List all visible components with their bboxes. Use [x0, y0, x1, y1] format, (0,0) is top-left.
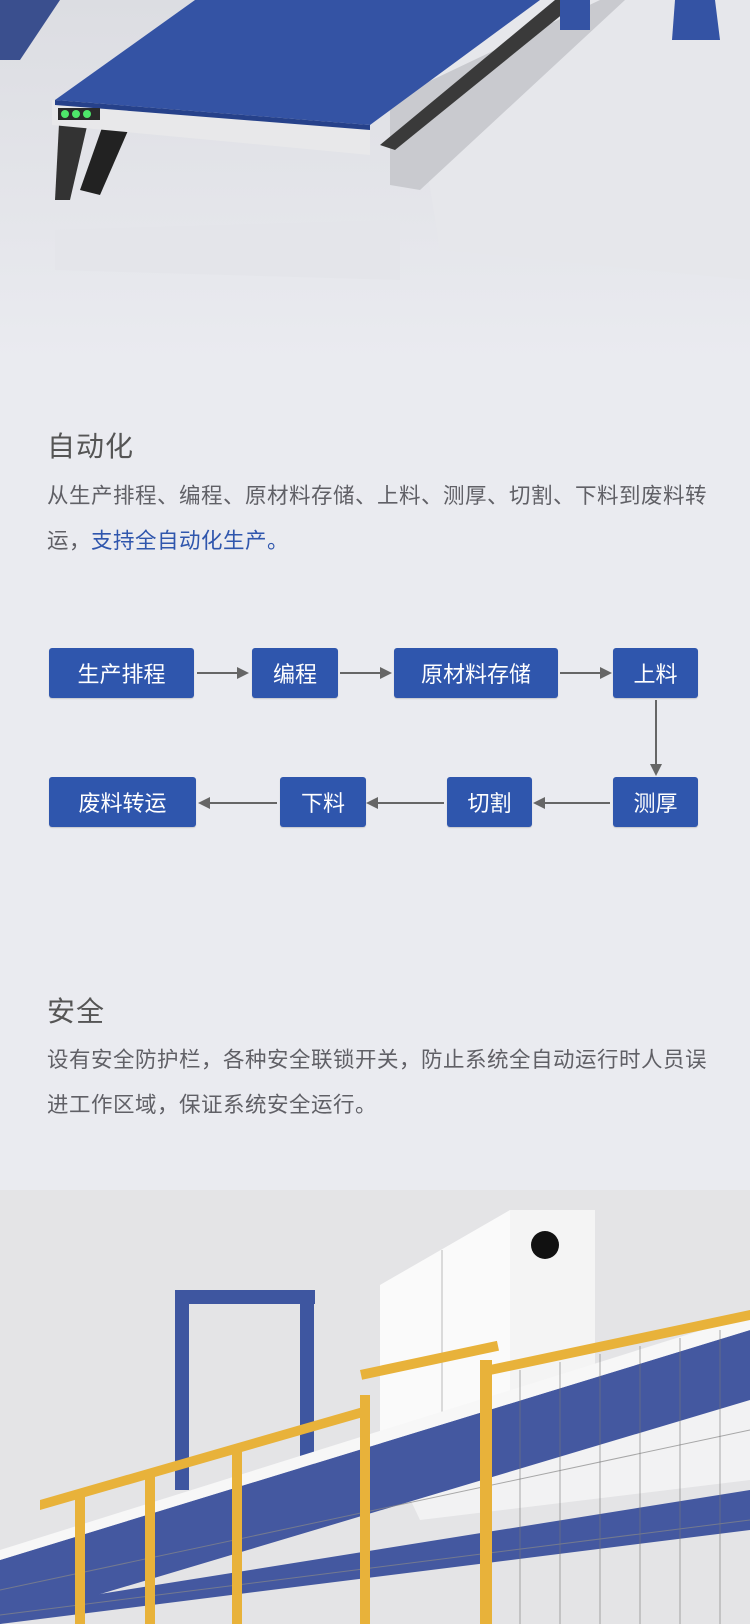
flow-step-thickness: 测厚: [613, 777, 698, 827]
automation-title: 自动化: [47, 430, 135, 463]
cutting-platform-image: [0, 0, 750, 360]
flow-step-scrap-transfer: 废料转运: [49, 777, 196, 827]
arrow-right-icon: [197, 667, 249, 679]
arrow-right-icon: [340, 667, 392, 679]
flow-step-programming: 编程: [252, 648, 338, 698]
automation-desc-text: 从生产排程、编程、原材料存储、上料、测厚、切割、下料到废料转运，: [47, 484, 708, 554]
safety-fence-image: [0, 1190, 750, 1624]
automation-description: 从生产排程、编程、原材料存储、上料、测厚、切割、下料到废料转运，支持全自动化生产…: [47, 474, 727, 564]
flow-step-loading: 上料: [613, 648, 698, 698]
flow-step-cutting: 切割: [447, 777, 532, 827]
safety-title: 安全: [47, 995, 106, 1028]
arrow-left-icon: [198, 797, 277, 809]
flow-step-unloading: 下料: [280, 777, 366, 827]
flow-step-scheduling: 生产排程: [49, 648, 194, 698]
safety-description: 设有安全防护栏，各种安全联锁开关，防止系统全自动运行时人员误进工作区域，保证系统…: [47, 1048, 708, 1118]
flow-step-storage: 原材料存储: [394, 648, 558, 698]
automation-desc-highlight: 支持全自动化生产。: [91, 529, 290, 554]
arrow-left-icon: [533, 797, 610, 809]
arrow-left-icon: [366, 797, 444, 809]
arrow-right-icon: [560, 667, 612, 679]
arrow-down-icon: [650, 700, 662, 776]
